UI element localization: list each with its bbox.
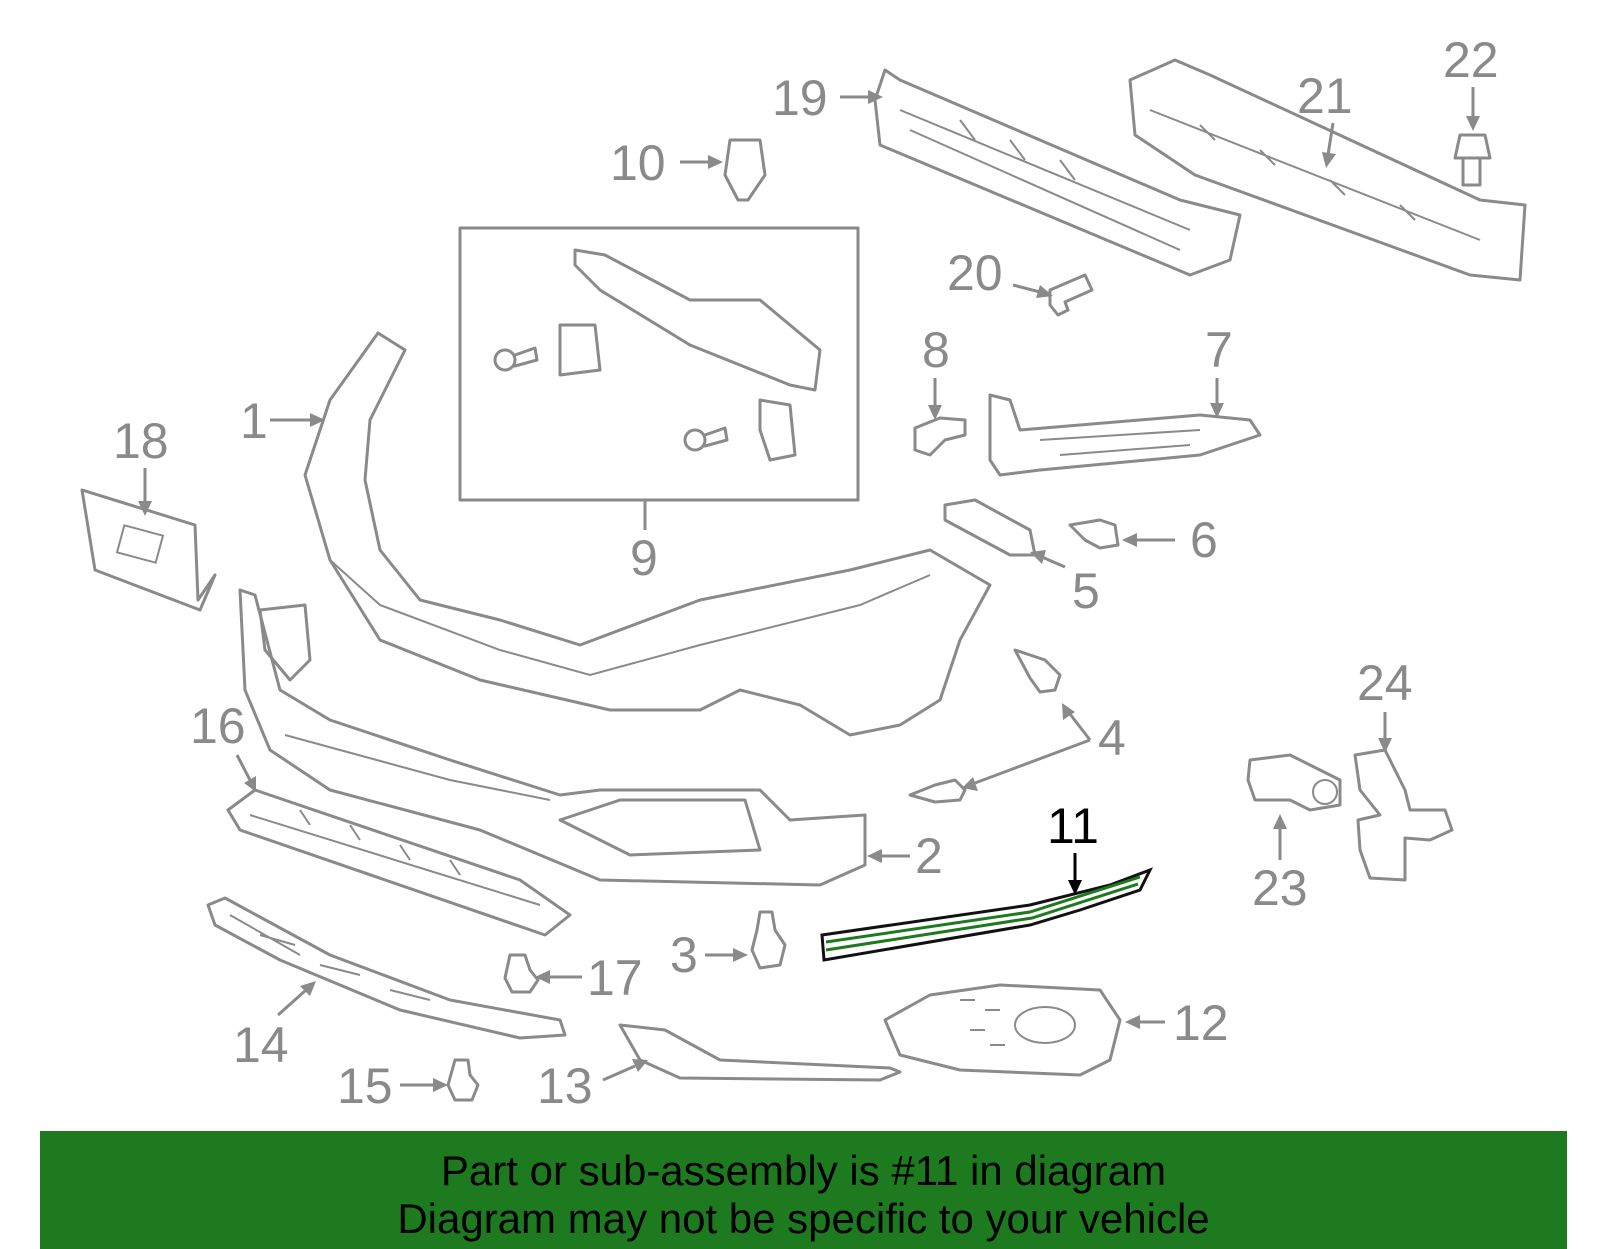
callout-6: 6 — [1190, 512, 1218, 568]
callout-4: 4 — [1098, 710, 1126, 766]
callout-3: 3 — [670, 927, 698, 983]
part-3-clip[interactable] — [750, 910, 787, 970]
part-23-sensor[interactable] — [1246, 753, 1342, 812]
callout-12: 12 — [1173, 995, 1229, 1051]
callout-5: 5 — [1072, 563, 1100, 619]
callout-labels: 1 2 3 4 5 6 7 8 9 10 11 12 13 14 15 16 1… — [113, 32, 1499, 1114]
callout-15: 15 — [337, 1058, 393, 1114]
callout-14: 14 — [233, 1017, 289, 1073]
callout-7: 7 — [1205, 322, 1233, 378]
part-12-foglamp-bezel[interactable] — [883, 983, 1122, 1077]
part-4-screws[interactable] — [908, 648, 1062, 804]
part-19-absorber[interactable] — [873, 68, 1242, 277]
callout-8: 8 — [922, 322, 950, 378]
callout-22: 22 — [1443, 32, 1499, 88]
leader-lines — [138, 87, 1480, 1092]
callout-20: 20 — [947, 245, 1003, 301]
callout-18: 18 — [113, 413, 169, 469]
callout-2: 2 — [915, 828, 943, 884]
callout-19: 19 — [772, 70, 828, 126]
callout-21: 21 — [1297, 68, 1353, 124]
banner-line-2: Diagram may not be specific to your vehi… — [397, 1195, 1210, 1242]
callout-23: 23 — [1252, 860, 1308, 916]
part-7-side-bracket[interactable] — [988, 393, 1262, 477]
part-18-license-bracket[interactable] — [80, 488, 217, 612]
part-22-bolt[interactable] — [1453, 133, 1492, 187]
info-banner: Part or sub-assembly is #11 in diagram D… — [40, 1131, 1567, 1249]
part-16-lower-grille[interactable] — [226, 788, 572, 937]
part-15-clip[interactable] — [446, 1058, 480, 1102]
part-20-bolt[interactable] — [1048, 273, 1094, 317]
callout-16: 16 — [190, 698, 246, 754]
part-21-reinforcement[interactable] — [1128, 58, 1527, 282]
part-24-bracket[interactable] — [1353, 748, 1454, 882]
part-17-clip[interactable] — [503, 953, 540, 994]
callout-9: 9 — [630, 530, 658, 586]
part-2-lower-bumper[interactable] — [238, 588, 867, 887]
part-9-kit-box[interactable] — [458, 226, 860, 502]
banner-line-1: Part or sub-assembly is #11 in diagram — [440, 1147, 1167, 1194]
part-1-bumper-cover[interactable] — [303, 331, 992, 737]
part-11-molding[interactable] — [820, 867, 1154, 962]
part-14-skid-plate[interactable] — [206, 896, 567, 1040]
callout-1: 1 — [240, 393, 268, 449]
part-5-bracket[interactable] — [943, 498, 1037, 557]
part-8-bolt[interactable] — [913, 416, 967, 457]
part-13-garnish[interactable] — [618, 1023, 902, 1082]
callout-11: 11 — [1047, 798, 1099, 854]
callout-17: 17 — [587, 950, 643, 1006]
part-6-clip[interactable] — [1068, 518, 1120, 550]
callout-13: 13 — [537, 1058, 593, 1114]
callout-10: 10 — [610, 135, 666, 191]
callout-24: 24 — [1357, 655, 1413, 711]
part-10-clip[interactable] — [723, 138, 767, 202]
